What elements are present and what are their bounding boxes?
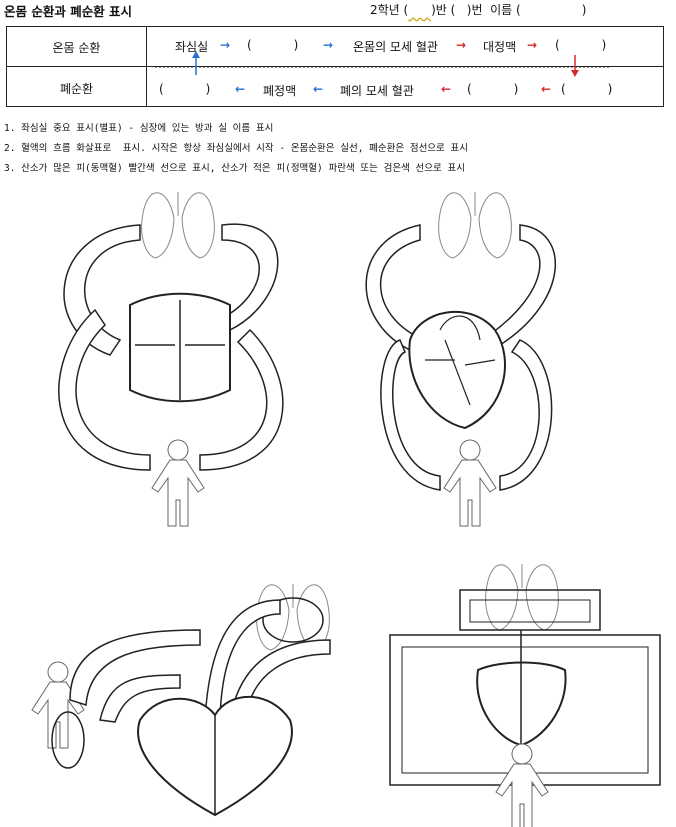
fill-blank[interactable]: ( ): [467, 82, 519, 96]
arrow-left-icon: ←: [541, 82, 552, 96]
pulmonary-capillaries-text: 폐의 모세 혈관: [340, 84, 414, 98]
pulmonary-circulation-label: 폐순환: [59, 82, 94, 96]
instruction-3: 3. 산소가 많은 피(동맥혈) 빨간색 선으로 표시, 산소가 적은 피(정맥…: [4, 163, 465, 174]
class-label: )반 (: [431, 3, 456, 17]
student-info: 2학년 ( )반 ( )번 이름 ( ): [370, 1, 586, 18]
circulation-diagram-2: [365, 191, 557, 527]
fill-blank[interactable]: ( ): [561, 82, 613, 96]
left-ventricle-text: 좌심실: [175, 40, 209, 54]
arrow-left-icon: ←: [313, 82, 324, 96]
vena-cava-text: 대정맥: [483, 40, 517, 54]
human-figure-icon: [151, 439, 205, 527]
human-figure-icon: [495, 743, 549, 827]
name-close: ): [581, 3, 587, 17]
arrow-right-icon: →: [323, 38, 334, 52]
human-figure-icon: [443, 439, 497, 527]
arrow-right-icon: →: [527, 38, 538, 52]
systemic-capillaries-text: 온몸의 모세 혈관: [353, 40, 438, 54]
fill-blank[interactable]: ( ): [247, 38, 299, 52]
lungs-icon: [141, 191, 215, 259]
fill-blank[interactable]: ( ): [555, 38, 607, 52]
systemic-circulation-label: 온몸 순환: [52, 41, 101, 55]
circulation-diagram-3: [31, 583, 331, 817]
lungs-icon: [485, 563, 559, 631]
lungs-icon: [438, 191, 512, 259]
circulation-diagram-1: [58, 191, 284, 527]
instruction-2: 2. 혈액의 흐름 화살표로 표시. 시작은 항상 좌심실에서 시작 - 온몸순…: [4, 143, 468, 154]
grade-label: 2학년 (: [370, 3, 409, 17]
fill-blank[interactable]: ( ): [159, 82, 211, 96]
flow-connector-lines: [155, 51, 609, 77]
circulation-table: 온몸 순환 폐순환 좌심실 → ( ) → 온몸의 모세 혈관 → 대정맥 → …: [6, 26, 664, 107]
arrow-right-icon: →: [220, 38, 231, 52]
pulmonary-vein-text: 폐정맥: [263, 84, 297, 98]
arrow-left-icon: ←: [235, 82, 246, 96]
arrow-left-icon: ←: [441, 82, 452, 96]
worksheet-title: 온몸 순환과 폐순환 표시: [4, 4, 133, 19]
circulation-diagram-4: [389, 563, 661, 827]
arrow-right-icon: →: [456, 38, 467, 52]
number-label: )번 이름 (: [466, 3, 521, 17]
instruction-1: 1. 좌심실 중요 표시(별표) - 심장에 있는 방과 실 이름 표시: [4, 123, 274, 134]
